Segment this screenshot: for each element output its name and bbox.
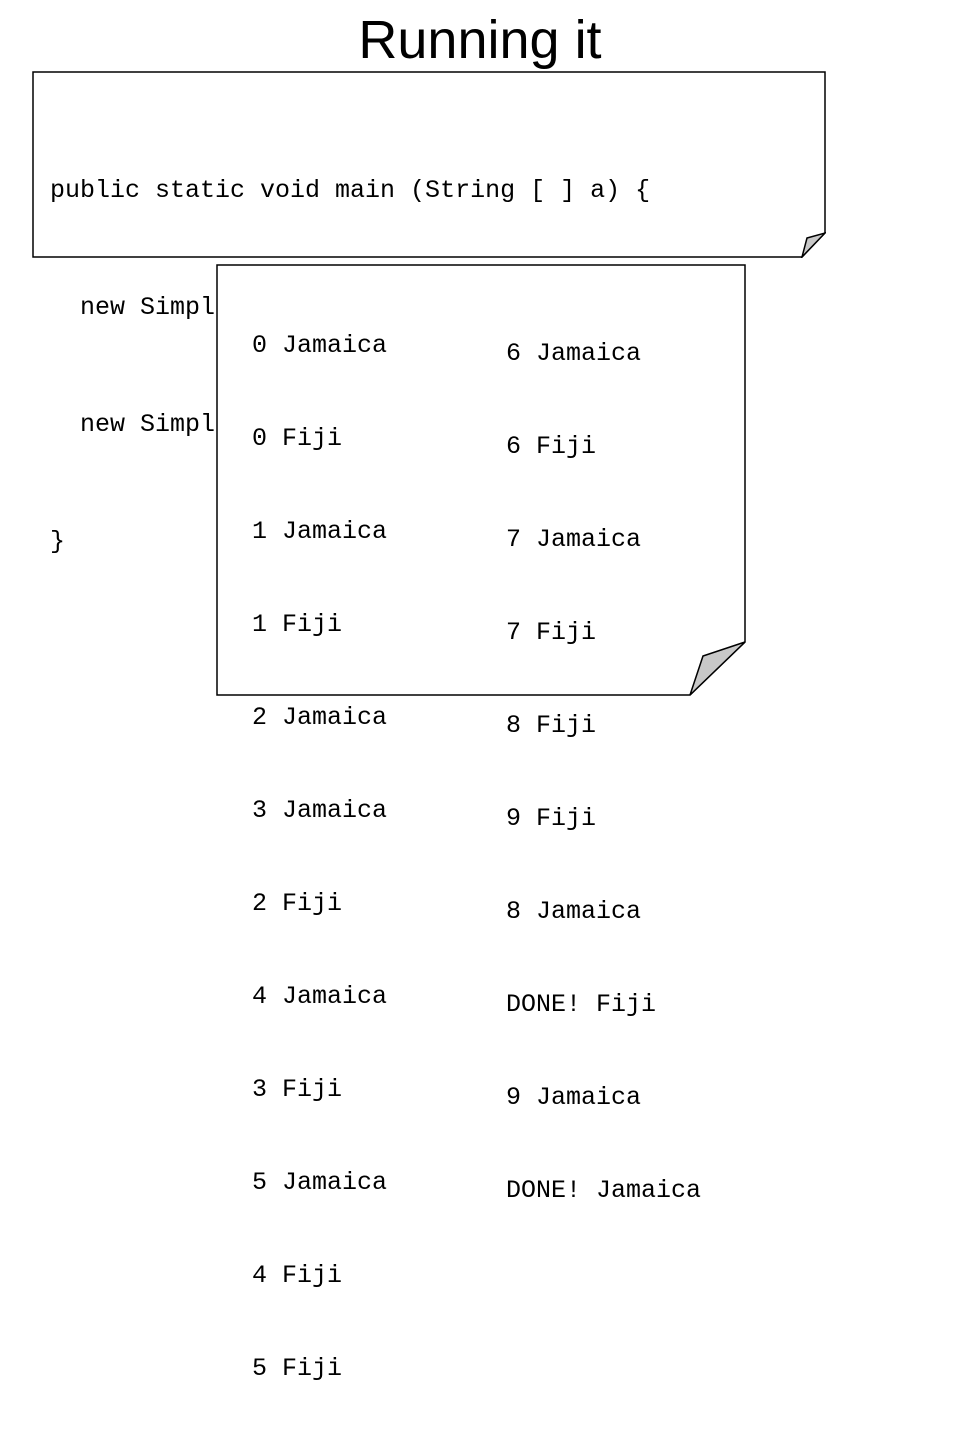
code-note-outline (32, 71, 826, 258)
output-line: DONE! Jamaica (506, 1176, 702, 1205)
output-line: 9 Fiji (506, 804, 597, 833)
output-line: 0 Jamaica (252, 331, 388, 360)
output-line: 4 Fiji (252, 1261, 343, 1290)
code-line: } (50, 527, 66, 556)
output-note-card: 0 Jamaica 0 Fiji 1 Jamaica 1 Fiji 2 Jama… (216, 264, 746, 1383)
code-line: public static void main (String [ ] a) { (50, 176, 651, 205)
page-fold-icon (689, 641, 746, 696)
output-line: 1 Jamaica (252, 517, 388, 546)
page-fold-icon (800, 231, 826, 258)
output-line: DONE! Fiji (506, 990, 657, 1019)
slide-title: Running it (358, 10, 602, 70)
output-line: 3 Fiji (252, 1075, 343, 1104)
output-line: 9 Jamaica (506, 1083, 642, 1112)
output-line: 7 Fiji (506, 618, 597, 647)
output-note-outline (216, 264, 746, 696)
output-line: 6 Jamaica (506, 339, 642, 368)
output-line: 7 Jamaica (506, 525, 642, 554)
output-line: 0 Fiji (252, 424, 343, 453)
output-line: 4 Jamaica (252, 982, 388, 1011)
output-line: 1 Fiji (252, 610, 343, 639)
output-line: 2 Fiji (252, 889, 343, 918)
output-line: 3 Jamaica (252, 796, 388, 825)
output-line: 5 Fiji (252, 1354, 343, 1383)
output-right-column: 6 Jamaica 6 Fiji 7 Jamaica 7 Fiji 8 Fiji… (506, 278, 701, 1266)
output-line: 5 Jamaica (252, 1168, 388, 1197)
output-line: 6 Fiji (506, 432, 597, 461)
code-note-card: public static void main (String [ ] a) {… (32, 71, 826, 556)
output-line: 8 Jamaica (506, 897, 642, 926)
output-line: 2 Jamaica (252, 703, 388, 732)
output-left-column: 0 Jamaica 0 Fiji 1 Jamaica 1 Fiji 2 Jama… (252, 270, 387, 1440)
output-line: 8 Fiji (506, 711, 597, 740)
